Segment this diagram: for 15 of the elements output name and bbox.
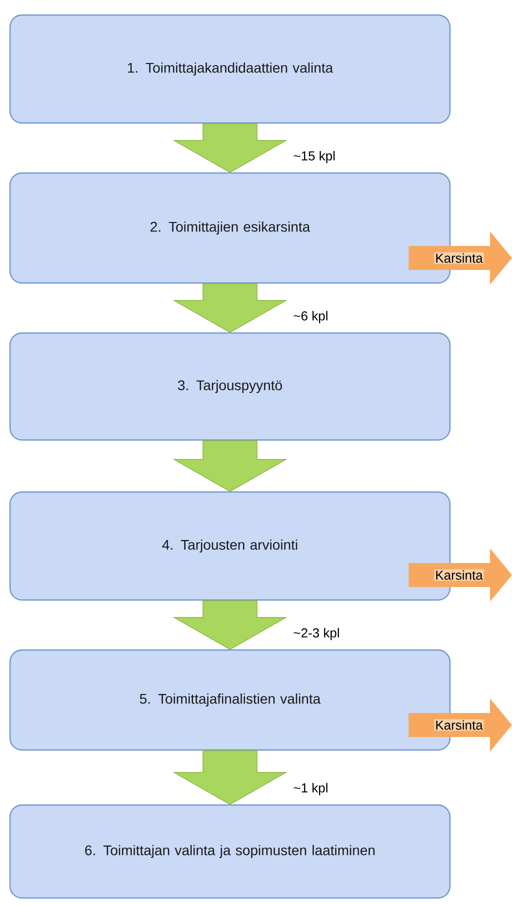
edge-label: Karsinta [434, 569, 484, 581]
arrow [172, 283, 288, 333]
edge-label: ~2-3 kpl [294, 628, 339, 640]
process-box: 6. Toimittajan valinta ja sopimusten laatiminen [9, 804, 451, 899]
edge-label: Karsinta [434, 252, 484, 264]
edge-label: ~15 kpl [294, 150, 335, 164]
arrow [172, 750, 288, 805]
arrow [172, 600, 288, 650]
edge-label: ~1 kpl [294, 782, 328, 796]
arrow [172, 123, 288, 173]
edge-label: ~6 kpl [294, 310, 328, 324]
process-box: 1. Toimittajakandidaattien valinta [9, 14, 451, 124]
process-box: 3. Tarjouspyyntö [9, 332, 451, 441]
arrow [172, 440, 288, 492]
edge-label: Karsinta [434, 719, 484, 731]
